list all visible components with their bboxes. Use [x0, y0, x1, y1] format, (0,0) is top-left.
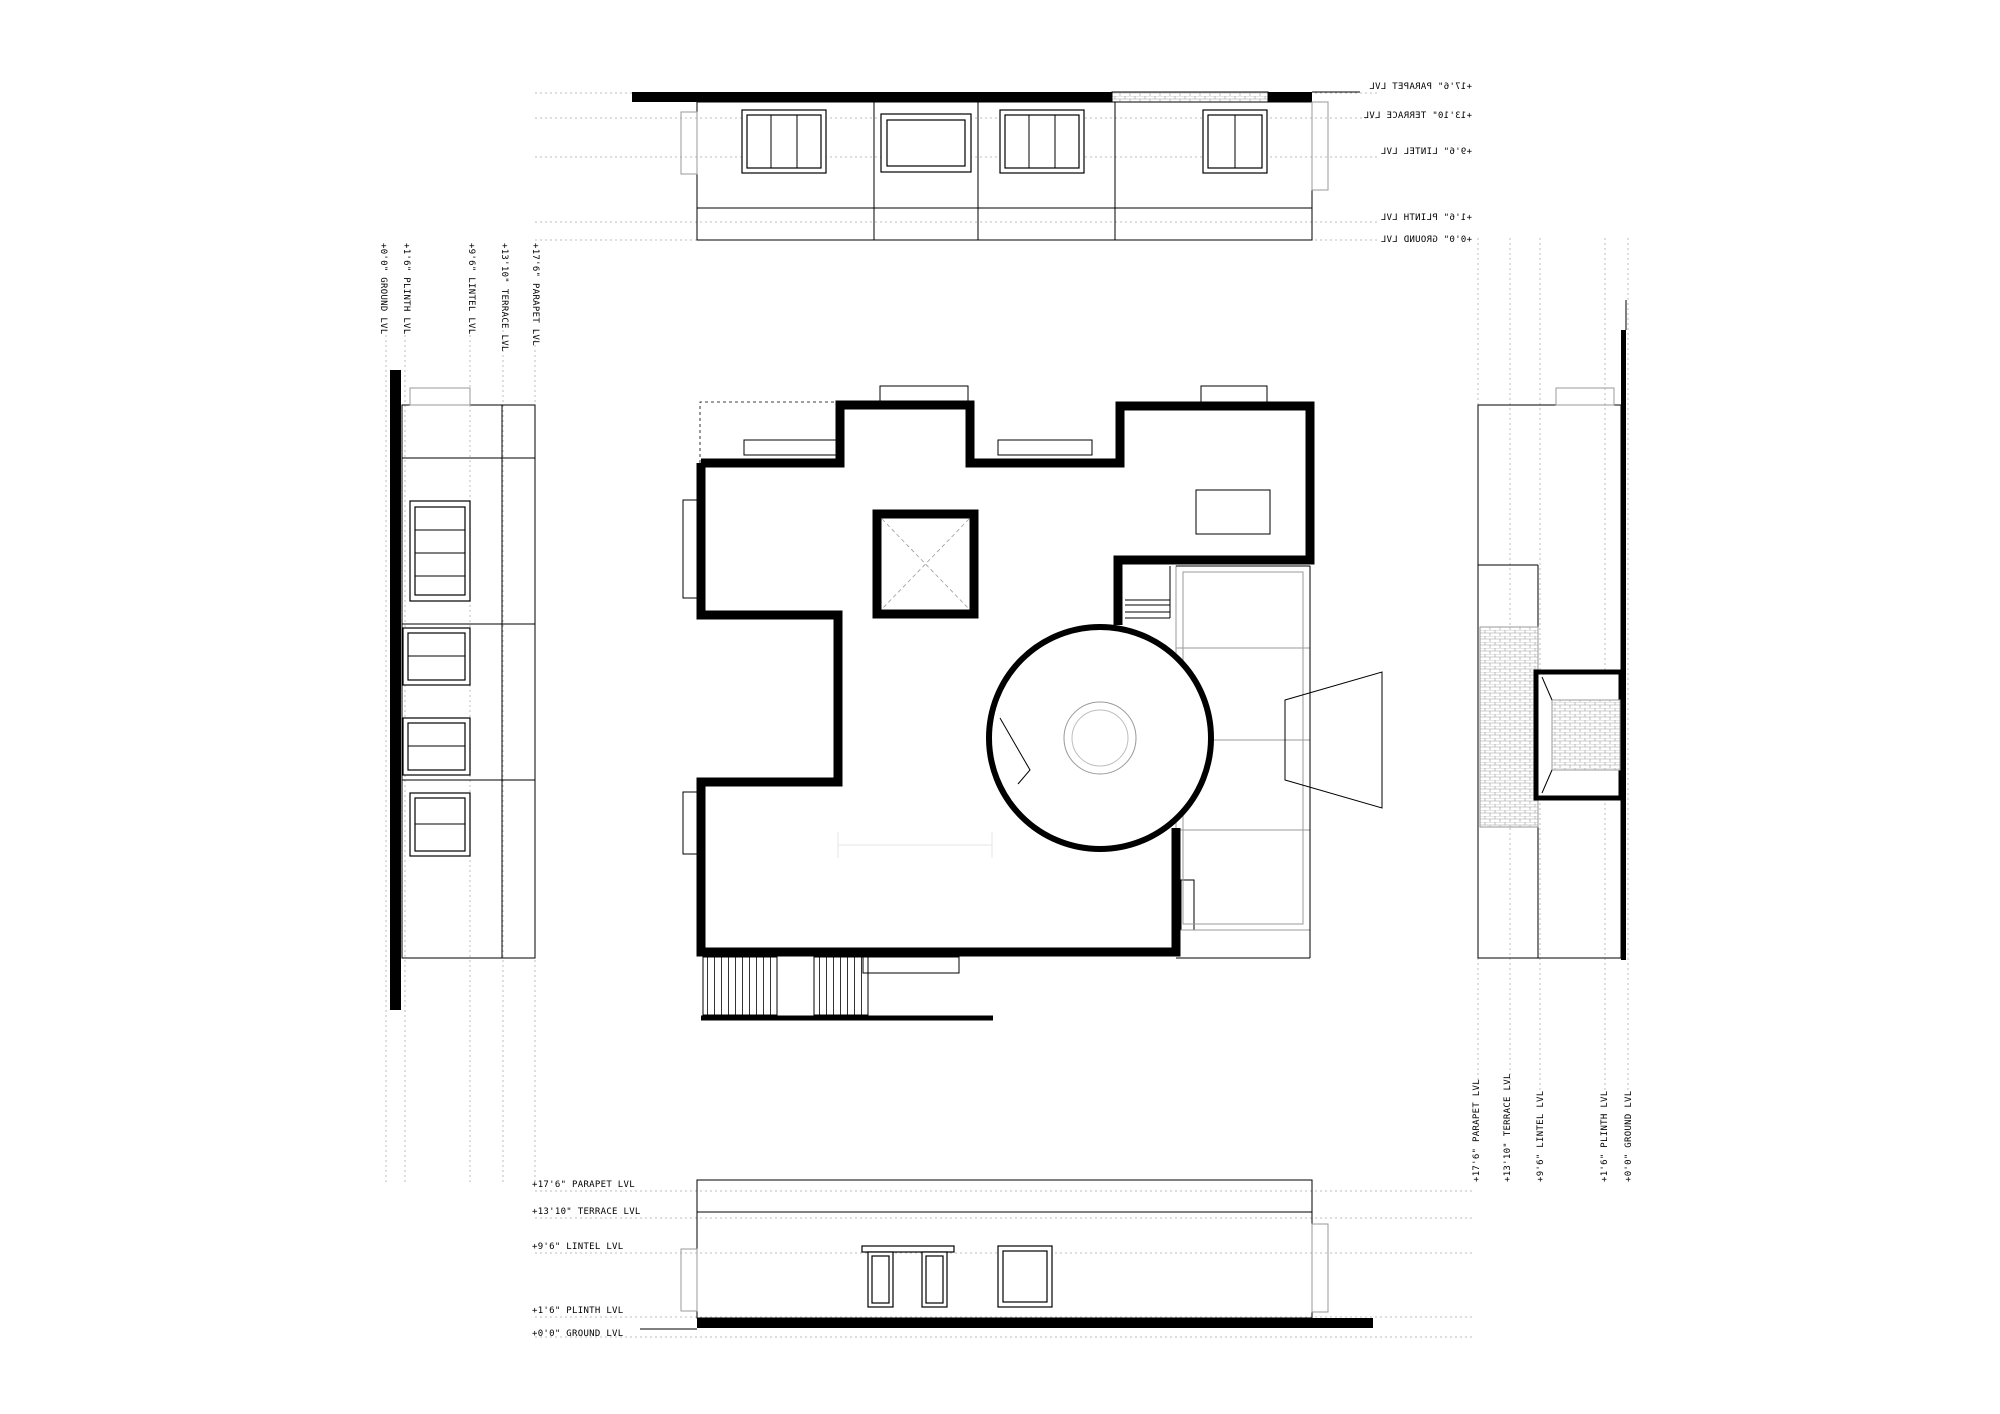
level-label-terrace: +13'10" TERRACE LVL [1503, 1073, 1513, 1182]
left-elevation: +0'0" GROUND LVL +1'6" PLINTH LVL +9'6" … [378, 243, 540, 1183]
window-top-3 [999, 109, 1085, 174]
window-top-2 [880, 113, 972, 173]
bay-projection [1284, 671, 1383, 809]
level-label-lintel: +9'6" LINTEL LVL [1381, 147, 1473, 157]
level-label-plinth: +1'6" PLINTH LVL [1600, 1091, 1610, 1183]
parapet-slab [632, 92, 1112, 102]
level-label-lintel: +9'6" LINTEL LVL [1536, 1091, 1546, 1183]
level-label-plinth: +1'6" PLINTH LVL [1381, 213, 1473, 223]
parapet-slab-end [1268, 92, 1312, 102]
window-bottom-square [997, 1245, 1053, 1308]
level-labels-left: +0'0" GROUND LVL +1'6" PLINTH LVL +9'6" … [378, 243, 540, 352]
level-labels-bottom: +17'6" PARAPET LVL +13'10" TERRACE LVL +… [532, 1180, 641, 1339]
courtyard-steps [1125, 566, 1171, 619]
level-label-parapet: +17'6" PARAPET LVL [532, 1180, 635, 1190]
level-label-lintel: +9'6" LINTEL LVL [466, 243, 476, 335]
stair-door [999, 717, 1031, 785]
window-top-4 [1202, 109, 1268, 174]
right-elevation: +17'6" PARAPET LVL +13'10" TERRACE LVL +… [1472, 238, 1634, 1182]
floor-plan [682, 385, 1383, 1021]
circular-stair-tower [986, 624, 1214, 852]
level-label-plinth: +1'6" PLINTH LVL [532, 1306, 624, 1316]
entrance-steps [701, 956, 993, 1021]
level-labels-top: +17'6" PARAPET LVL +13'10" TERRACE LVL +… [1363, 82, 1472, 245]
terrace-rail [1111, 91, 1269, 103]
top-elevation: +17'6" PARAPET LVL +13'10" TERRACE LVL +… [535, 82, 1472, 245]
plan-window [743, 439, 839, 456]
level-label-terrace: +13'10" TERRACE LVL [532, 1207, 641, 1217]
window-top-1 [741, 109, 827, 174]
ground-slab-right [1621, 330, 1626, 960]
bottom-elevation: +17'6" PARAPET LVL +13'10" TERRACE LVL +… [532, 1179, 1475, 1339]
level-label-parapet: +17'6" PARAPET LVL [1369, 82, 1472, 92]
level-label-plinth: +1'6" PLINTH LVL [401, 243, 411, 335]
level-label-terrace: +13'10" TERRACE LVL [499, 243, 509, 352]
light-well [872, 509, 979, 619]
level-label-ground: +0'0" GROUND LVL [1381, 235, 1473, 245]
ground-slab-left [390, 370, 401, 1010]
terrace-brick-wall [1479, 626, 1539, 828]
window-left-3 [402, 717, 471, 776]
level-label-parapet: +17'6" PARAPET LVL [530, 243, 540, 346]
level-label-parapet: +17'6" PARAPET LVL [1472, 1079, 1482, 1182]
ground-slab-bottom [697, 1318, 1373, 1328]
window-bottom-pair [861, 1245, 955, 1308]
exterior-wall [701, 400, 1315, 625]
level-labels-right: +17'6" PARAPET LVL +13'10" TERRACE LVL +… [1472, 1073, 1634, 1182]
level-label-ground: +0'0" GROUND LVL [1624, 1091, 1634, 1183]
level-label-terrace: +13'10" TERRACE LVL [1363, 111, 1472, 121]
level-label-lintel: +9'6" LINTEL LVL [532, 1242, 624, 1252]
level-label-ground: +0'0" GROUND LVL [532, 1329, 624, 1339]
window-left-4 [409, 792, 471, 857]
level-guides-bottom [535, 1190, 1475, 1338]
plan-window [997, 439, 1093, 456]
window-left-2 [402, 627, 471, 686]
window-left-1 [409, 500, 471, 602]
plan-counter [1195, 489, 1271, 535]
level-label-ground: +0'0" GROUND LVL [378, 243, 388, 335]
